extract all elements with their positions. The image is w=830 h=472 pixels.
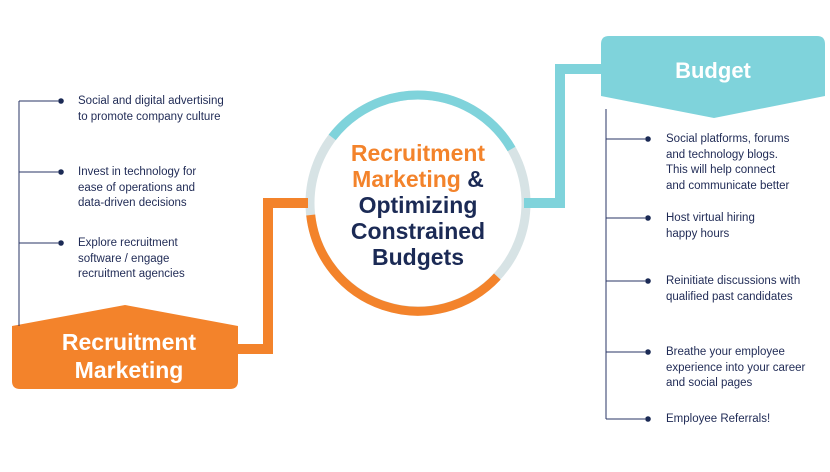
center-title-marketing: Marketing [352,166,461,192]
center-title-line3: Optimizing [358,192,478,218]
budget-label: Budget [675,58,751,83]
bullet-dot [645,278,651,284]
recruitment-marketing-label-line2: Marketing [74,357,184,383]
center-title-line1: Recruitment [350,140,486,166]
list-item-line: Breathe your employee [666,346,785,358]
list-item: Social and digital advertising to promot… [78,94,224,125]
list-item-line: software / engage [78,252,170,265]
list-item: Host virtual hiring happy hours [666,211,755,242]
list-item: Reinitiate discussions with qualified pa… [666,274,800,305]
center-title: Recruitment Marketing & Optimizing Const… [318,140,518,270]
list-item-line: Invest in technology for [78,166,197,178]
list-item: Social platforms, forums and technology … [666,132,789,194]
left-bullet-ticks [19,98,64,246]
right-bullet-ticks [606,136,651,422]
recruitment-marketing-label: Recruitment Marketing [20,328,238,384]
teal-connector [524,64,603,208]
list-item: Employee Referrals! [666,412,770,428]
recruitment-marketing-badge [12,305,238,389]
list-item: Breathe your employee experience into yo… [666,345,805,392]
list-item-line: Explore recruitment [78,237,178,249]
bullet-dot [645,349,651,355]
list-item-line: This will help connect [666,164,776,176]
list-item-line: data-driven decisions [78,197,187,209]
list-item-line: Employee Referrals! [666,413,771,425]
list-item-line: and technology blogs. [666,148,778,161]
list-item-line: and communicate better [666,179,790,192]
list-item-line: and social pages [666,377,753,389]
center-title-line4: Constrained [350,218,486,244]
list-item: Explore recruitment software / engage re… [78,236,185,283]
list-item-line: happy hours [666,227,730,240]
budget-badge [601,36,825,118]
list-item-line: experience into your career [666,361,806,374]
center-title-ampersand: & [460,166,484,192]
bullet-dot [58,98,64,104]
list-item-line: ease of operations and [78,181,196,194]
list-item-line: recruitment agencies [78,268,185,280]
center-title-line5: Budgets [372,244,464,270]
bullet-dot [645,136,651,142]
recruitment-marketing-label-line1: Recruitment [61,329,197,355]
list-item-line: Reinitiate discussions with [666,275,801,287]
center-ring-orange-arc [306,214,501,316]
orange-connector [236,198,308,354]
list-item-line: Host virtual hiring [666,212,755,224]
list-item-line: to promote company culture [78,110,221,123]
bullet-dot [645,416,651,422]
list-item-line: Social platforms, forums [666,133,790,145]
list-item-line: qualified past candidates [666,290,793,303]
list-item: Invest in technology for ease of operati… [78,165,196,212]
bullet-dot [58,240,64,246]
bullet-dot [645,215,651,221]
bullet-dot [58,169,64,175]
center-title-line2: Marketing & [318,166,518,192]
center-ring-teal-arc [328,90,516,152]
list-item-line: Social and digital advertising [78,95,224,107]
